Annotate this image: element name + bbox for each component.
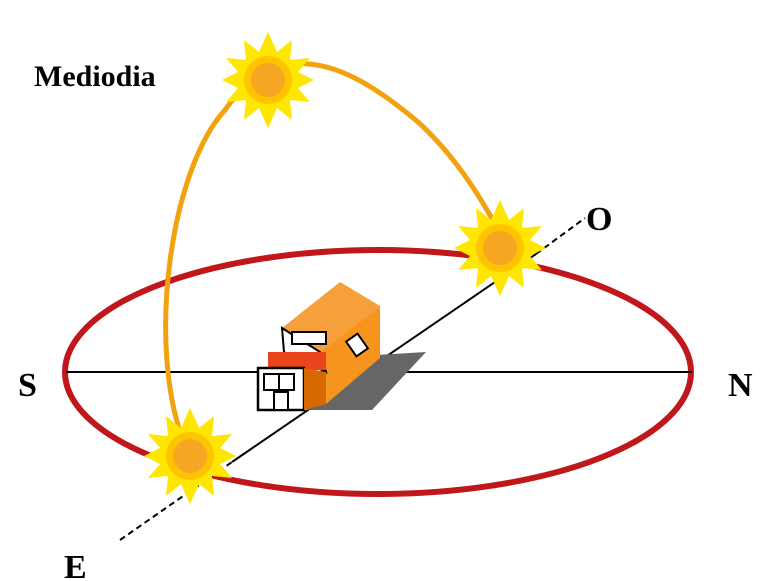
sun-icon <box>144 408 236 504</box>
house-side-window <box>344 332 370 358</box>
house-front-band <box>268 352 326 370</box>
label-west: O <box>586 201 612 238</box>
label-north: N <box>728 367 753 404</box>
house-door <box>273 391 289 411</box>
house-roof-window <box>291 331 327 345</box>
house-side-wall <box>320 306 380 404</box>
label-noon: Mediodia <box>34 60 156 93</box>
sun-icon <box>222 32 314 128</box>
house-side-dark <box>304 368 326 410</box>
label-south: S <box>18 367 37 404</box>
sun-icon <box>454 200 546 296</box>
house-icon <box>256 282 426 412</box>
label-east: E <box>64 549 87 581</box>
house-shadow <box>306 352 426 410</box>
